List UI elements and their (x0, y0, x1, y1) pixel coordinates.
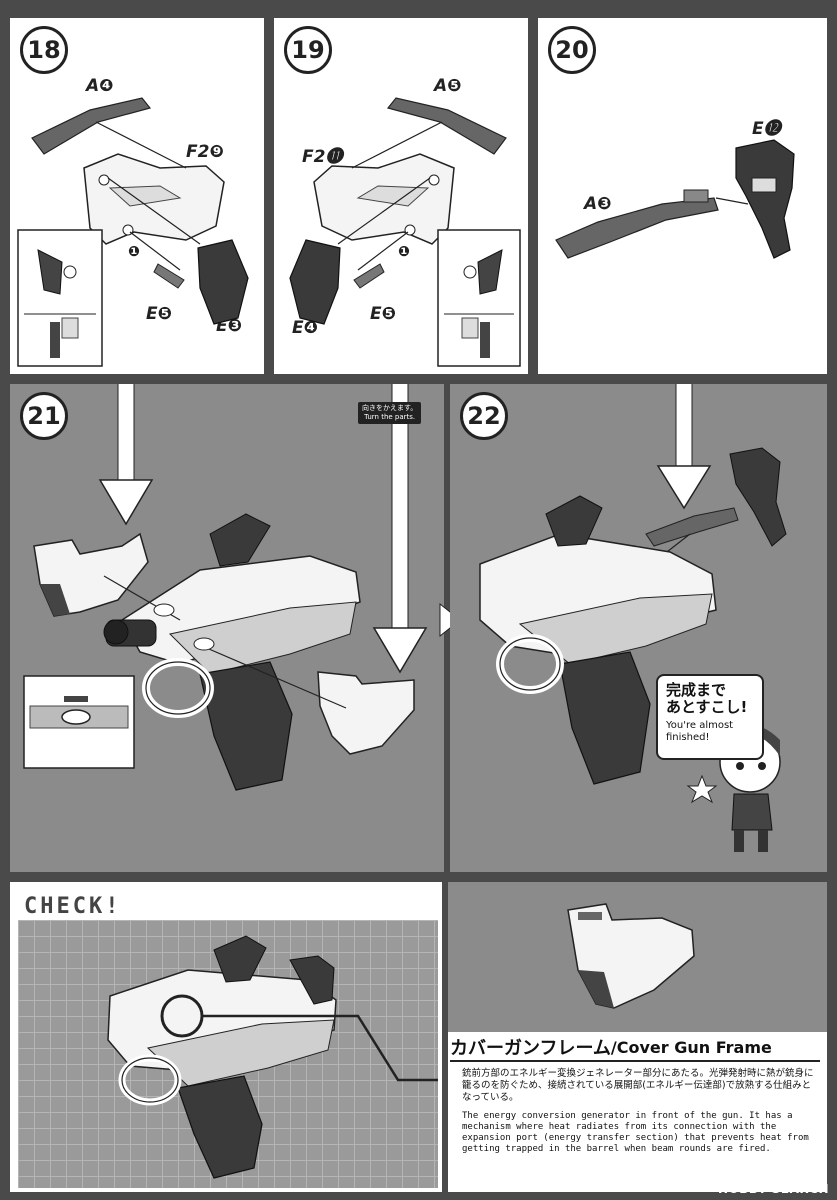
step-18-panel: 18 A❹ F2❾ E❺ E❸ ❶ ❷ (10, 18, 264, 374)
step-18-illustration (17, 97, 249, 367)
step-20-illustration (555, 139, 795, 259)
almost-finished-bubble: 完成まで あとすこし! You're almost finished! (656, 674, 764, 760)
step-number-18: 18 (20, 26, 68, 74)
bubble-jp-line1: 完成まで (666, 681, 727, 699)
cover-frame-description-en: The energy conversion generator in front… (462, 1111, 809, 1154)
part-label-f2-9: F2❾ (186, 142, 224, 162)
bubble-en: You're almost finished! (666, 720, 734, 743)
part-label-f2-11: F2⓫ (302, 147, 343, 167)
turn-parts-note-en: Turn the parts. (364, 413, 416, 421)
step-20-panel: 20 E⓬ A❸ (538, 18, 827, 374)
bubble-jp-line2: あとすこし! (666, 698, 748, 716)
part-label-e12: E⓬ (752, 119, 781, 139)
cover-frame-title: カバーガンフレーム / Cover Gun Frame (450, 1034, 820, 1062)
cover-frame-panel (448, 882, 827, 1192)
check-grid (18, 920, 438, 1188)
star-icon (686, 774, 718, 804)
callout-1: ❶ (128, 244, 140, 260)
part-label-a5: A❺ (434, 76, 462, 96)
part-label-e5: E❺ (146, 304, 173, 324)
part-label-e5: E❺ (370, 304, 397, 324)
cover-frame-title-sep: / (610, 1037, 617, 1057)
part-label-a3: A❸ (584, 194, 612, 214)
hobby-search-watermark: HOBBY SEARCH (718, 1182, 829, 1196)
check-title: CHECK! (24, 894, 122, 919)
part-label-e4: E❹ (292, 318, 319, 338)
step-21-panel: 21 (10, 384, 444, 872)
cover-frame-description-jp: 銃前方部のエネルギー変換ジェネレーター部分にあたる。光弾発射時に熱が銃身に籠るの… (462, 1068, 814, 1103)
step-number-22: 22 (460, 392, 508, 440)
step-number-20: 20 (548, 26, 596, 74)
step-19-illustration (289, 97, 521, 367)
cover-frame-title-jp: カバーガンフレーム (450, 1038, 611, 1059)
callout-1: ❶ (398, 244, 410, 260)
turn-parts-note: 向きをかえます。 Turn the parts. (358, 402, 422, 424)
cover-frame-title-en: Cover Gun Frame (616, 1037, 772, 1057)
cover-frame-illustration (448, 882, 827, 1032)
part-label-a4: A❹ (86, 76, 114, 96)
turn-parts-note-jp: 向きをかえます。 (362, 404, 418, 412)
step-19-panel: 19 A❺ F2⓫ E❺ E❹ ❶ ❷ (274, 18, 528, 374)
check-gun-illustration (107, 935, 438, 1179)
step-22-panel: 22 (450, 384, 827, 872)
step-number-21: 21 (20, 392, 68, 440)
step-21-illustration (23, 384, 428, 791)
step-number-19: 19 (284, 26, 332, 74)
step-22-illustration (479, 384, 787, 852)
